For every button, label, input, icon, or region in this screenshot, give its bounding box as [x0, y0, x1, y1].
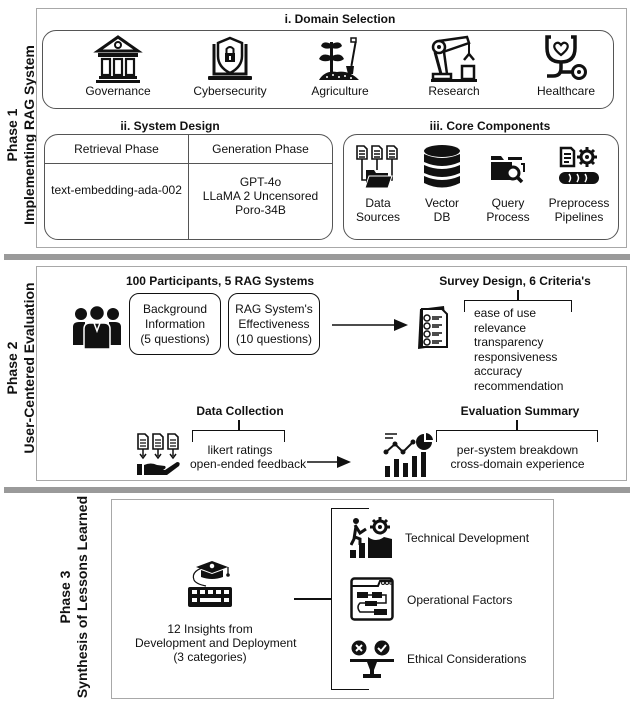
robotic-arm-icon: [431, 35, 477, 82]
survey-criteria-list: ease of use relevance transparency respo…: [474, 306, 563, 393]
system-design-table: Retrieval Phase Generation Phase text-em…: [44, 134, 333, 240]
documents-folder-icon: [356, 145, 398, 189]
category-label: Technical Development: [405, 531, 530, 545]
plant-shovel-icon: [319, 37, 359, 80]
graduation-keyboard-icon: [188, 561, 232, 607]
domain-label: Healthcare: [536, 84, 596, 98]
arrow-right-icon: [332, 319, 408, 331]
domain-label: Agriculture: [311, 84, 369, 98]
evaluation-summary-title: Evaluation Summary: [460, 404, 580, 418]
arrow-right-icon: [307, 456, 351, 468]
database-icon: [424, 145, 460, 188]
phase2-label: Phase 2 User-Centered Evaluation: [4, 282, 37, 454]
browser-flowchart-icon: [350, 577, 394, 621]
checklist-icon: [418, 306, 448, 349]
retrieval-model: text-embedding-ada-002: [51, 183, 182, 197]
phase-separator: [4, 487, 630, 493]
connector-line: [294, 598, 332, 600]
component-preprocess-pipelines: Preprocess Pipelines: [544, 144, 614, 224]
criterion: ease of use: [474, 306, 537, 320]
retrieval-phase-header: Retrieval Phase: [74, 142, 159, 156]
evaluation-summary-bracket: [436, 430, 598, 442]
balance-check-cross-icon: [350, 640, 394, 678]
survey-bracket: [464, 300, 572, 312]
domain-selection-title: i. Domain Selection: [284, 12, 396, 26]
criterion: accuracy: [474, 364, 523, 378]
component-query-process: Query Process: [478, 144, 538, 224]
laptop-shield-lock-icon: [208, 36, 252, 80]
domain-cybersecurity: Cybersecurity: [182, 34, 278, 98]
system-design-title: ii. System Design: [120, 119, 220, 133]
criterion: recommendation: [474, 378, 564, 393]
generation-models: GPT-4o LLaMA 2 Uncensored Poro-34B: [202, 175, 319, 217]
criterion: transparency: [474, 335, 544, 349]
participants-title: 100 Participants, 5 RAG Systems: [125, 274, 315, 288]
category-label: Ethical Considerations: [407, 652, 527, 666]
data-collection-items: likert ratings open-ended feedback: [190, 443, 307, 471]
domain-governance: Governance: [76, 34, 160, 98]
domain-label: Governance: [85, 84, 151, 98]
component-data-sources: Data Sources: [350, 144, 406, 224]
categories-bracket: [331, 508, 369, 690]
generation-phase-header: Generation Phase: [212, 142, 309, 156]
government-building-icon: [93, 35, 143, 83]
data-collection-bracket: [192, 430, 285, 442]
component-vector-db: Vector DB: [414, 144, 470, 224]
person-gear-growth-icon: [350, 517, 392, 558]
insights-text: 12 Insights from Development and Deploym…: [135, 622, 297, 664]
phase3-label: Phase 3 Synthesis of Lessons Learned: [57, 495, 90, 699]
domain-label: Research: [428, 84, 480, 98]
phase-separator: [4, 254, 630, 260]
category-label: Operational Factors: [407, 593, 513, 607]
criterion: relevance: [474, 320, 527, 335]
domain-research: Research: [412, 34, 496, 98]
category-technical-development: Technical Development: [350, 517, 550, 561]
domain-label: Cybersecurity: [193, 84, 267, 98]
domain-agriculture: Agriculture: [298, 34, 382, 98]
survey-title: Survey Design, 6 Criteria's: [439, 274, 591, 288]
category-ethical-considerations: Ethical Considerations: [350, 640, 550, 684]
core-components-title: iii. Core Components: [429, 119, 551, 133]
folder-search-icon: [491, 156, 525, 184]
people-group-icon: [73, 305, 121, 349]
document-gear-conveyor-icon: [559, 146, 599, 184]
phase3-frame: [111, 499, 554, 699]
rag-effectiveness-box: RAG System's Effectiveness (10 questions…: [228, 293, 320, 355]
criterion: responsiveness: [474, 349, 558, 364]
stethoscope-heart-icon: [545, 35, 587, 80]
background-information-box: Background Information (5 questions): [129, 293, 221, 355]
phase1-label: Phase 1 Implementing RAG System: [4, 45, 37, 225]
documents-hand-icon: [137, 433, 180, 475]
domain-healthcare: Healthcare: [524, 34, 608, 98]
analytics-chart-icon: [383, 433, 433, 477]
evaluation-summary-items: per-system breakdown cross-domain experi…: [450, 443, 585, 471]
category-operational-factors: Operational Factors: [350, 577, 550, 621]
data-collection-title: Data Collection: [196, 404, 284, 418]
